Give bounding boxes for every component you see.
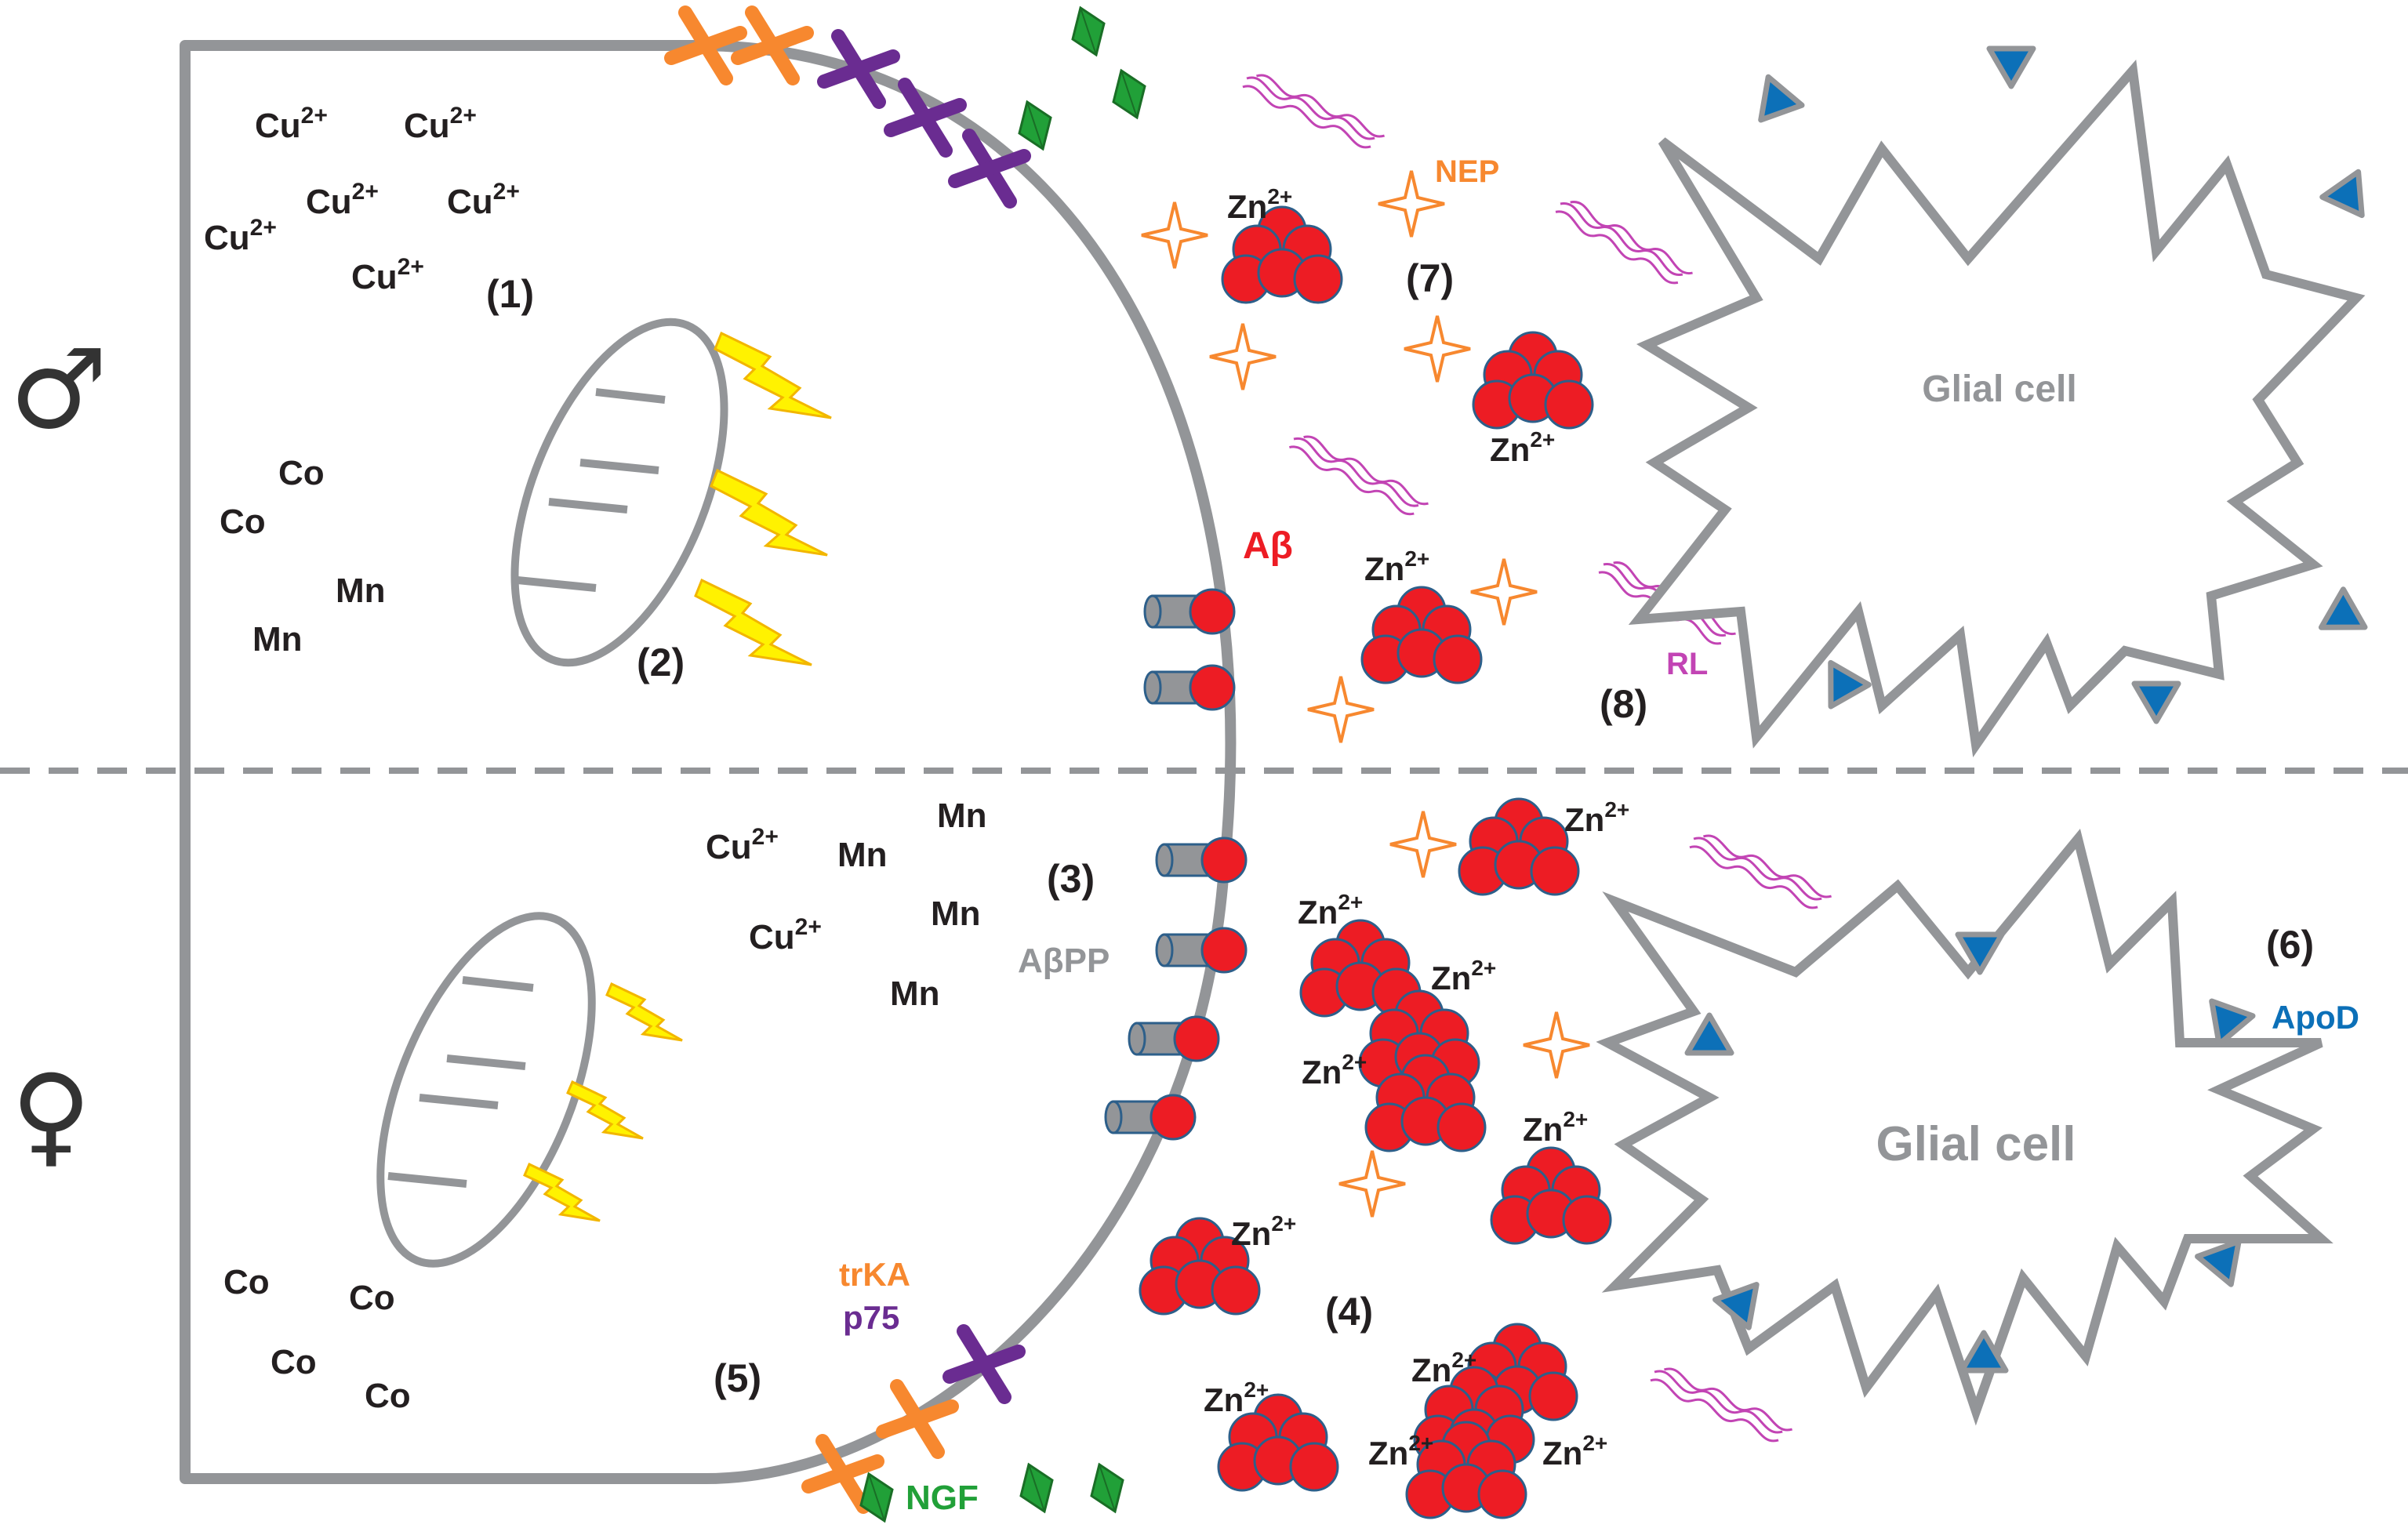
svg-text:Co: Co — [365, 1377, 411, 1415]
svg-text:Cu2+: Cu2+ — [351, 254, 424, 296]
svg-text:Zn2+: Zn2+ — [1298, 890, 1363, 931]
copper-ions-female: Cu2+ Cu2+ — [706, 824, 822, 956]
ngf-top — [1018, 6, 1146, 151]
svg-text:Cu2+: Cu2+ — [706, 824, 779, 866]
svg-text:Cu2+: Cu2+ — [447, 179, 520, 221]
label-1: (1) — [486, 272, 534, 316]
svg-text:Zn2+: Zn2+ — [1231, 1211, 1296, 1252]
neuron-membrane — [180, 40, 1237, 1484]
svg-text:Zn2+: Zn2+ — [1490, 427, 1555, 468]
svg-text:Cu2+: Cu2+ — [255, 103, 328, 145]
svg-text:Zn2+: Zn2+ — [1364, 546, 1429, 587]
male-symbol: ♂ — [9, 326, 108, 454]
p75-receptors-top — [824, 36, 1024, 201]
manganese-ions-female: Mn Mn Mn Mn — [837, 797, 987, 1013]
svg-text:Co: Co — [223, 1263, 270, 1301]
svg-text:Mn: Mn — [890, 975, 940, 1013]
abpp-label: AβPP — [1018, 942, 1110, 980]
label-7: (7) — [1406, 256, 1454, 300]
svg-text:Zn2+: Zn2+ — [1431, 956, 1496, 996]
label-6: (6) — [2266, 923, 2314, 967]
svg-text:Zn2+: Zn2+ — [1227, 184, 1292, 225]
svg-text:Mn: Mn — [937, 797, 987, 835]
apod-label: ApoD — [2272, 999, 2359, 1036]
p75-label: p75 — [843, 1299, 899, 1336]
nep-label: NEP — [1435, 154, 1499, 189]
label-3: (3) — [1047, 857, 1095, 901]
svg-text:Co: Co — [271, 1343, 317, 1381]
svg-text:Zn2+: Zn2+ — [1368, 1431, 1433, 1472]
label-4: (4) — [1325, 1290, 1373, 1334]
svg-text:Zn2+: Zn2+ — [1302, 1050, 1367, 1091]
mitochondrion-male — [510, 318, 728, 667]
glial-cell-bottom — [1596, 828, 2334, 1426]
label-8: (8) — [1600, 682, 1647, 726]
ngf-bottom — [859, 1463, 1124, 1523]
svg-text:Cu2+: Cu2+ — [204, 215, 277, 257]
glial-cell-bottom-label: Glial cell — [1876, 1117, 2076, 1171]
female-symbol: ♀ — [11, 1051, 92, 1179]
svg-text:Mn: Mn — [336, 572, 386, 610]
ros-bolts-female — [523, 982, 684, 1222]
svg-text:Mn: Mn — [252, 620, 303, 659]
svg-text:Cu2+: Cu2+ — [306, 179, 379, 221]
glial-cell-top-label: Glial cell — [1922, 368, 2076, 410]
rl-label: RL — [1666, 647, 1708, 681]
svg-text:Co: Co — [278, 454, 325, 492]
svg-text:Mn: Mn — [931, 895, 981, 933]
svg-text:Co: Co — [349, 1279, 395, 1317]
manganese-ions-male: Mn Mn — [252, 572, 386, 659]
zinc-labels-bottom: Zn2+ Zn2+ Zn2+ Zn2+ Zn2+ Zn2+ Zn2+ Zn2+ … — [1204, 797, 1629, 1472]
svg-text:Zn2+: Zn2+ — [1411, 1348, 1476, 1388]
svg-text:Mn: Mn — [837, 836, 888, 874]
zinc-labels-top: Zn2+ Zn2+ Zn2+ — [1227, 184, 1555, 587]
ros-bolts-male — [694, 332, 833, 666]
mitochondrion-female — [376, 912, 596, 1268]
svg-text:Zn2+: Zn2+ — [1204, 1377, 1269, 1418]
copper-ions-male: Cu2+ Cu2+ Cu2+ Cu2+ Cu2+ Cu2+ — [204, 103, 520, 296]
svg-text:Zn2+: Zn2+ — [1564, 797, 1629, 838]
svg-text:Cu2+: Cu2+ — [404, 103, 477, 145]
trka-label: trKA — [839, 1256, 910, 1293]
label-2: (2) — [637, 641, 685, 684]
abpp-channels — [1104, 588, 1248, 1141]
svg-text:Cu2+: Cu2+ — [749, 914, 822, 956]
label-5: (5) — [714, 1356, 761, 1400]
svg-text:Zn2+: Zn2+ — [1523, 1107, 1588, 1148]
abeta-label: Aβ — [1243, 525, 1293, 567]
glial-cell-top — [1628, 60, 2366, 757]
ngf-label: NGF — [906, 1479, 979, 1517]
cobalt-ions-female: Co Co Co Co — [223, 1263, 411, 1415]
svg-text:Zn2+: Zn2+ — [1542, 1431, 1607, 1472]
cobalt-ions-male: Co Co — [220, 454, 325, 541]
svg-text:Co: Co — [220, 503, 266, 541]
